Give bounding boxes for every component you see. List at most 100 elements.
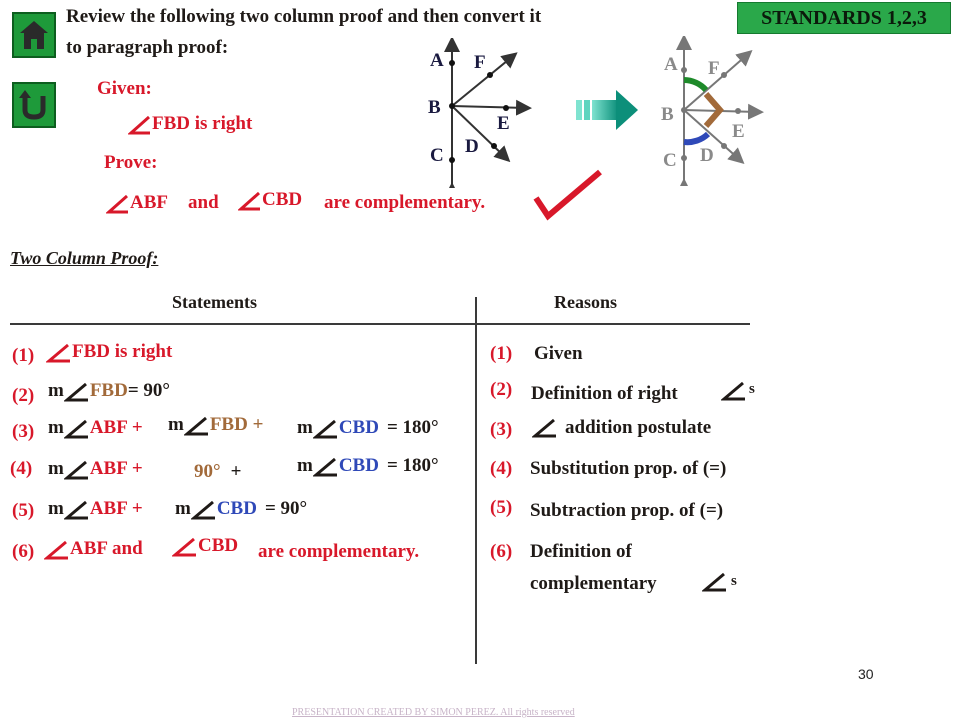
reason-number: (1) bbox=[490, 343, 513, 364]
checkmark-icon bbox=[533, 169, 602, 221]
angle-icon bbox=[63, 382, 88, 402]
statement-3-part-1: m ABF + bbox=[48, 417, 143, 440]
angle-icon bbox=[63, 460, 88, 480]
given-statement: FBD is right bbox=[128, 113, 252, 136]
footer-credit[interactable]: PRESENTATION CREATED BY SIMON PEREZ. All… bbox=[292, 707, 575, 718]
reason-4: Substitution prop. of (=) bbox=[530, 458, 727, 479]
point-label-c-right: C bbox=[663, 150, 677, 171]
measure-m: m bbox=[48, 498, 64, 519]
reason-6-line-2: complementary bbox=[530, 573, 657, 594]
statement-number: (2) bbox=[12, 385, 35, 406]
point-label-c: C bbox=[430, 145, 444, 166]
reason-number: (5) bbox=[490, 497, 513, 518]
measure-m: m bbox=[175, 498, 191, 519]
angle-cbd: CBD bbox=[216, 498, 257, 519]
reason-number: (3) bbox=[490, 419, 513, 440]
statement-2: m FBD= 90° bbox=[48, 380, 170, 403]
statement-4-part-1: m ABF + bbox=[48, 458, 143, 481]
point-label-e-right: E bbox=[732, 121, 745, 142]
measure-m: m bbox=[168, 414, 184, 435]
angle-icon bbox=[532, 418, 556, 438]
point-label-e: E bbox=[497, 113, 510, 134]
angle-fbd: FBD + bbox=[209, 414, 264, 435]
equals-90: = 90° bbox=[264, 498, 308, 519]
angle-icon bbox=[312, 457, 337, 477]
angle-cbd: CBD bbox=[198, 535, 239, 556]
equals-180: = 180° bbox=[386, 455, 439, 476]
angle-icon bbox=[46, 343, 70, 363]
angle-figure-right bbox=[676, 36, 764, 186]
statement-1-text: FBD is right bbox=[72, 341, 173, 362]
instruction-line-1: Review the following two column proof an… bbox=[66, 6, 542, 27]
back-button[interactable] bbox=[12, 82, 56, 128]
point-label-d: D bbox=[465, 136, 479, 157]
angle-icon bbox=[238, 191, 260, 211]
statement-6-part-2: CBD bbox=[172, 535, 238, 558]
reasons-header: Reasons bbox=[554, 292, 618, 312]
prove-tail: are complementary. bbox=[324, 192, 486, 213]
angle-icon bbox=[63, 419, 88, 439]
measure-m: m bbox=[48, 458, 64, 479]
home-icon bbox=[20, 21, 48, 49]
point-label-b-right: B bbox=[661, 104, 674, 125]
statement-5-part-1: m ABF + bbox=[48, 498, 143, 521]
reason-3: addition postulate bbox=[565, 417, 712, 438]
angle-icon bbox=[190, 500, 215, 520]
angle-icon bbox=[128, 115, 150, 135]
page-number: 30 bbox=[858, 666, 874, 682]
prove-statement: ABF bbox=[106, 192, 168, 215]
header-divider bbox=[10, 323, 750, 325]
prove-angle-2: CBD bbox=[262, 189, 303, 210]
angle-abf-and: ABF and bbox=[70, 538, 143, 559]
prove-angle-1: ABF bbox=[130, 192, 168, 213]
statement-number: (5) bbox=[12, 500, 35, 521]
angle-icon bbox=[312, 419, 337, 439]
point-label-f: F bbox=[474, 52, 486, 73]
prove-angle-2-wrap: CBD bbox=[238, 189, 302, 212]
angle-abf: ABF + bbox=[89, 458, 143, 479]
angle-fbd: FBD bbox=[89, 380, 128, 401]
statement-6-part-1: ABF and bbox=[44, 538, 143, 561]
statement-5-part-2: m CBD = 90° bbox=[175, 498, 307, 521]
angle-icon bbox=[63, 500, 88, 520]
reason-5: Subtraction prop. of (=) bbox=[530, 500, 724, 521]
statement-number: (1) bbox=[12, 345, 35, 366]
point-label-a-right: A bbox=[664, 54, 678, 75]
angle-icon bbox=[44, 540, 68, 560]
reason-6-suffix: s bbox=[731, 573, 737, 589]
angle-icon bbox=[183, 416, 208, 436]
u-turn-back-icon bbox=[19, 90, 46, 120]
home-button[interactable] bbox=[12, 12, 56, 58]
statement-3-part-2: m FBD + bbox=[168, 414, 263, 437]
standards-badge: STANDARDS 1,2,3 bbox=[737, 2, 951, 34]
reason-number: (2) bbox=[490, 379, 513, 400]
given-label: Given: bbox=[97, 78, 152, 99]
prove-and: and bbox=[188, 192, 219, 213]
point-label-a: A bbox=[430, 50, 444, 71]
reason-number: (6) bbox=[490, 541, 513, 562]
angle-abf: ABF + bbox=[89, 498, 143, 519]
proof-title: Two Column Proof: bbox=[10, 248, 159, 268]
measure-m: m bbox=[48, 380, 64, 401]
reason-number: (4) bbox=[490, 458, 513, 479]
measure-m: m bbox=[297, 455, 313, 476]
point-label-d-right: D bbox=[700, 145, 714, 166]
measure-m: m bbox=[48, 417, 64, 438]
angle-cbd: CBD bbox=[338, 455, 379, 476]
point-label-f-right: F bbox=[708, 58, 720, 79]
right-arrow-icon bbox=[576, 90, 638, 130]
angle-icon bbox=[721, 381, 745, 401]
measure-m: m bbox=[297, 417, 313, 438]
angle-cbd: CBD bbox=[338, 417, 379, 438]
instruction-line-2: to paragraph proof: bbox=[66, 37, 229, 58]
statement-number: (3) bbox=[12, 421, 35, 442]
plus-sign: + bbox=[230, 461, 242, 482]
angle-abf: ABF + bbox=[89, 417, 143, 438]
value-90: 90° bbox=[194, 461, 221, 482]
reason-1: Given bbox=[534, 343, 583, 364]
statement-6-tail: are complementary. bbox=[258, 541, 420, 562]
equals-90: = 90° bbox=[127, 380, 171, 401]
statement-number: (6) bbox=[12, 541, 35, 562]
statement-4-value: 90° + bbox=[194, 461, 241, 483]
reason-6-line-1: Definition of bbox=[530, 541, 632, 562]
